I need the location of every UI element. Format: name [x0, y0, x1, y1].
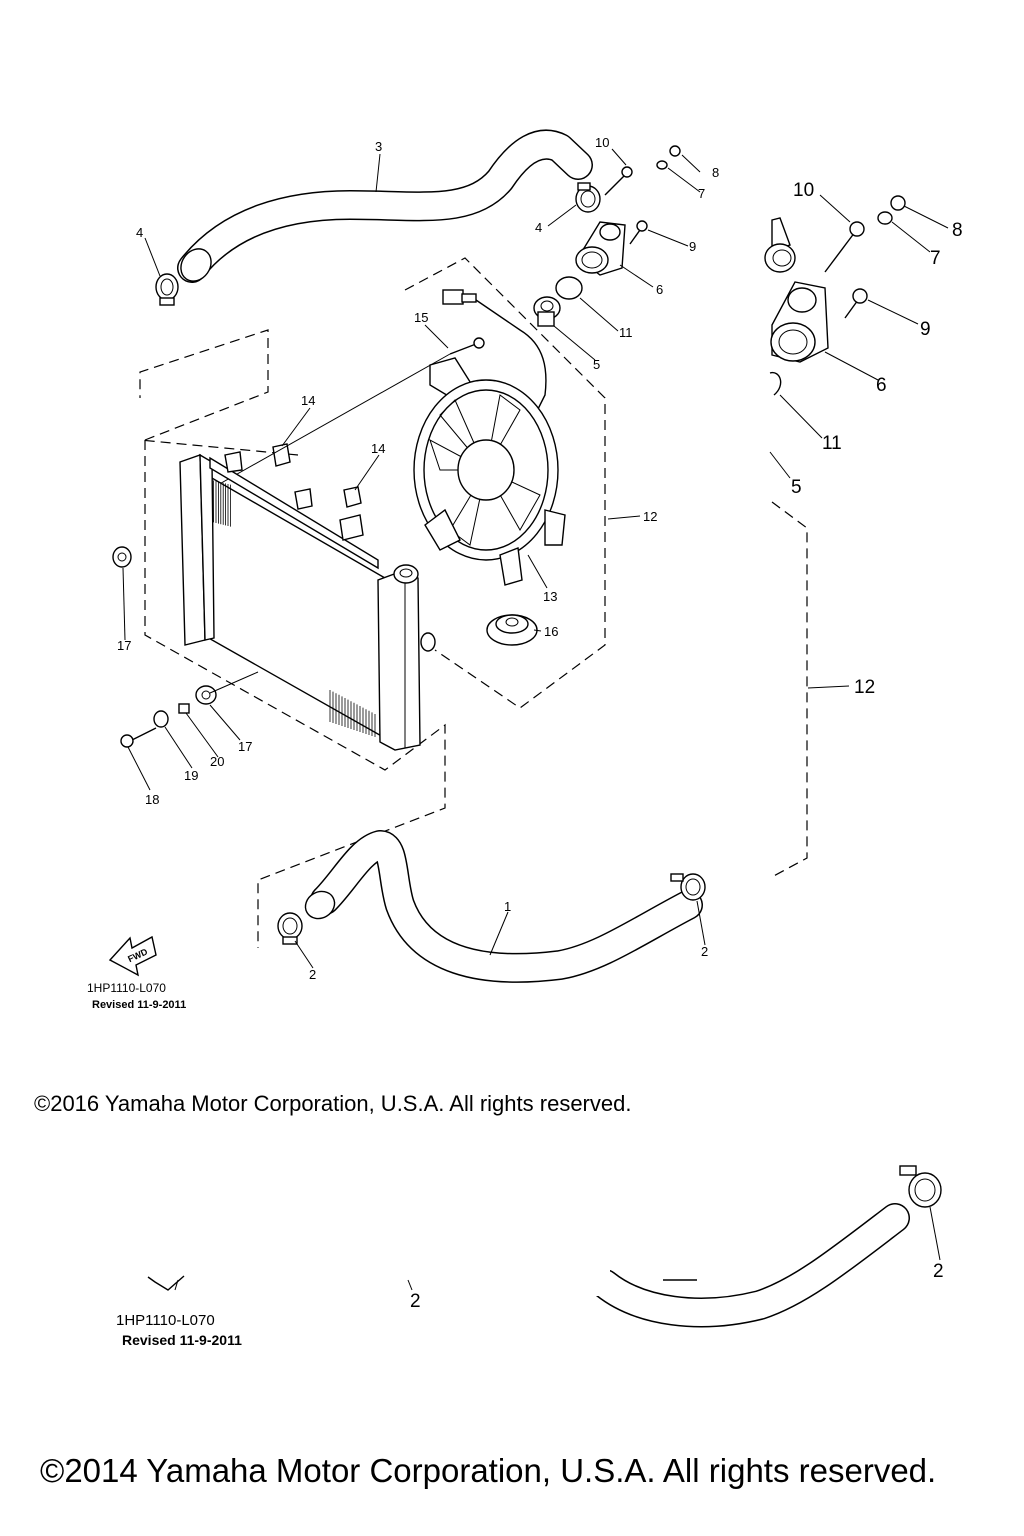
callout-12: 12	[643, 509, 657, 524]
zoom-callout-11: 11	[822, 433, 842, 454]
callout-7: 7	[698, 186, 705, 201]
bottom-fragment: 2 2 1HP1110-L070 Revised 11-9-2011	[116, 1165, 944, 1348]
zoom-callout-7: 7	[930, 248, 941, 269]
washer	[153, 710, 169, 728]
callout-17: 17	[117, 638, 131, 653]
clip	[272, 443, 362, 508]
hose-clamp	[155, 182, 601, 306]
copyright-2016: ©2016 Yamaha Motor Corporation, U.S.A. A…	[34, 1091, 631, 1116]
callout-10: 10	[595, 135, 609, 150]
bolt	[604, 145, 681, 245]
callout-3: 3	[375, 139, 382, 154]
leader-lines	[122, 148, 949, 969]
radiator-fan	[413, 357, 566, 586]
revision-date: Revised 11-9-2011	[92, 999, 186, 1011]
callout-16: 16	[544, 624, 558, 639]
callout-14: 14	[301, 393, 315, 408]
fan-mount-bolt	[199, 337, 485, 496]
hose-clamp	[277, 873, 706, 945]
zoom-detail	[764, 195, 906, 479]
callout-2: 2	[701, 944, 708, 959]
zoom-callout-12: 12	[854, 677, 875, 698]
assembly-outline	[139, 257, 808, 948]
upper-hose	[177, 129, 593, 283]
fwd-arrow: FWD	[108, 935, 157, 977]
radiator-mount-bolt	[120, 671, 259, 748]
bottom-callout-2: 2	[933, 1261, 944, 1282]
callout-1: 1	[504, 899, 511, 914]
callout-17: 17	[238, 739, 252, 754]
callout-20: 20	[210, 754, 224, 769]
callout-2: 2	[309, 967, 316, 982]
zoom-callout-10: 10	[793, 180, 814, 201]
radiator-cap	[486, 614, 538, 646]
collar	[178, 703, 190, 714]
callout-18: 18	[145, 792, 159, 807]
callout-14: 14	[371, 441, 385, 456]
revision-date-bottom: Revised 11-9-2011	[122, 1332, 242, 1348]
bottom-callout-2: 2	[410, 1291, 421, 1312]
grommet	[112, 546, 217, 705]
lower-hose	[304, 830, 703, 983]
callout-9: 9	[689, 239, 696, 254]
callouts: 1 2 2 3 4 4 5 6 7 8 9 10 11 12 13 14 14 …	[117, 135, 963, 982]
radiator	[179, 451, 436, 751]
thermostat	[533, 296, 561, 327]
callout-4: 4	[535, 220, 542, 235]
callout-15: 15	[414, 310, 428, 325]
copyright-2014: ©2014 Yamaha Motor Corporation, U.S.A. A…	[40, 1452, 936, 1489]
callout-5: 5	[593, 357, 600, 372]
zoom-callout-9: 9	[920, 319, 931, 340]
callout-6: 6	[656, 282, 663, 297]
callout-13: 13	[543, 589, 557, 604]
zoom-callout-5: 5	[791, 477, 802, 498]
diagram-code: 1HP1110-L070	[87, 981, 166, 995]
callout-4: 4	[136, 225, 143, 240]
callout-11: 11	[619, 325, 633, 340]
o-ring	[555, 276, 583, 300]
thermostat-housing	[575, 221, 626, 276]
callout-19: 19	[184, 768, 198, 783]
zoom-callout-8: 8	[952, 220, 963, 241]
zoom-callout-6: 6	[876, 375, 887, 396]
diagram-code-bottom: 1HP1110-L070	[116, 1312, 215, 1329]
fan-wire-connector	[442, 289, 547, 416]
callout-8: 8	[712, 165, 719, 180]
